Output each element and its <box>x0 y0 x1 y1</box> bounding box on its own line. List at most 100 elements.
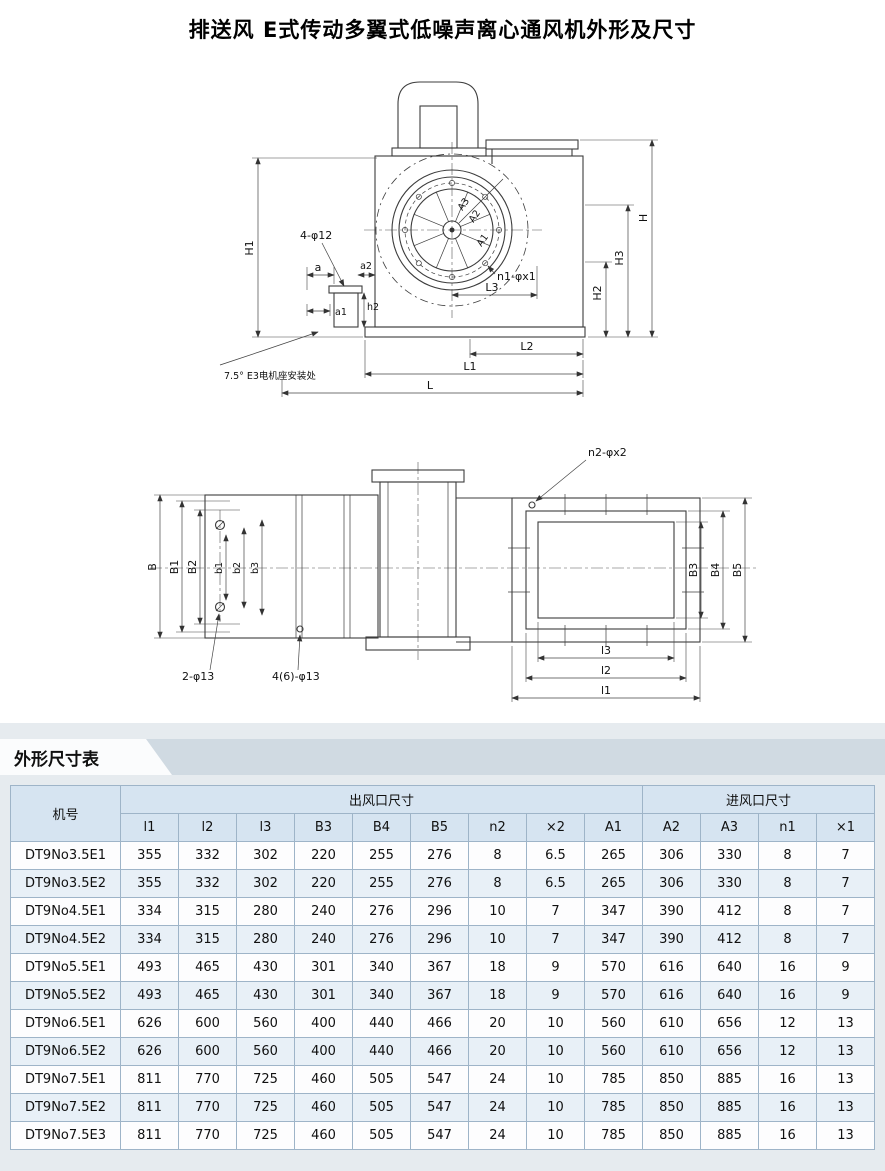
value-cell: 340 <box>352 981 411 1010</box>
value-cell: 9 <box>526 981 585 1010</box>
dim-L: L <box>281 379 584 397</box>
model-column-header: 机号 <box>10 785 121 842</box>
dim-H3: H3 <box>585 204 634 338</box>
value-cell: 560 <box>236 1009 295 1038</box>
value-cell: 440 <box>352 1037 411 1066</box>
value-cell: 6.5 <box>526 841 585 870</box>
value-cell: 400 <box>294 1009 353 1038</box>
bolt-hole-small <box>296 625 304 633</box>
dim-a: a <box>306 261 335 290</box>
value-cell: 460 <box>294 1093 353 1122</box>
value-cell: 330 <box>700 841 759 870</box>
value-cell: 8 <box>468 869 527 898</box>
value-cell: 430 <box>236 981 295 1010</box>
value-cell: 10 <box>526 1009 585 1038</box>
dim-label-H1: H1 <box>243 240 256 255</box>
label-base-holes-2: 2-φ13 <box>182 613 221 683</box>
value-cell: 276 <box>352 897 411 926</box>
drawing-section: 排送风 E式传动多翼式低噪声离心通风机外形及尺寸 <box>146 18 758 702</box>
value-cell: 626 <box>120 1037 179 1066</box>
dim-label-L1: L1 <box>463 360 476 373</box>
value-cell: 9 <box>816 953 875 982</box>
value-cell: 220 <box>294 841 353 870</box>
value-cell: 885 <box>700 1121 759 1150</box>
column-header: B5 <box>410 813 469 842</box>
dim-a1: a1 <box>306 304 347 318</box>
bolt-hole <box>214 601 226 613</box>
value-cell: 13 <box>816 1065 875 1094</box>
value-cell: 16 <box>758 981 817 1010</box>
value-cell: 340 <box>352 953 411 982</box>
dim-H: H <box>580 139 658 338</box>
column-header: n1 <box>758 813 817 842</box>
motor-bracket <box>328 285 363 328</box>
value-cell: 296 <box>410 925 469 954</box>
diameter-label-A3: A3 <box>456 196 472 213</box>
value-cell: 306 <box>642 869 701 898</box>
column-header: A1 <box>584 813 643 842</box>
value-cell: 640 <box>700 981 759 1010</box>
value-cell: 240 <box>294 897 353 926</box>
value-cell: 7 <box>816 841 875 870</box>
dim-label-H3: H3 <box>613 250 626 265</box>
model-cell: DT9No6.5E1 <box>10 1009 121 1038</box>
column-header: A3 <box>700 813 759 842</box>
section-header-strip: 外形尺寸表 <box>0 739 885 775</box>
value-cell: 465 <box>178 981 237 1010</box>
value-cell: 13 <box>816 1093 875 1122</box>
value-cell: 466 <box>410 1009 469 1038</box>
model-cell: DT9No5.5E1 <box>10 953 121 982</box>
value-cell: 560 <box>584 1009 643 1038</box>
dim-l2: l2 <box>525 633 687 682</box>
value-cell: 570 <box>584 981 643 1010</box>
dim-B5: B5 <box>702 497 752 643</box>
value-cell: 10 <box>526 1121 585 1150</box>
dim-label-l1: l1 <box>601 684 611 697</box>
outlet-flange-plan <box>456 494 704 646</box>
value-cell: 276 <box>352 925 411 954</box>
value-cell: 367 <box>410 981 469 1010</box>
dim-label-L2: L2 <box>520 340 533 353</box>
model-cell: DT9No7.5E3 <box>10 1121 121 1150</box>
value-cell: 7 <box>816 897 875 926</box>
value-cell: 8 <box>758 869 817 898</box>
value-cell: 850 <box>642 1065 701 1094</box>
dim-label-l2: l2 <box>601 664 611 677</box>
value-cell: 656 <box>700 1037 759 1066</box>
value-cell: 616 <box>642 953 701 982</box>
value-cell: 400 <box>294 1037 353 1066</box>
value-cell: 770 <box>178 1093 237 1122</box>
value-cell: 265 <box>584 869 643 898</box>
value-cell: 330 <box>700 869 759 898</box>
column-header: ×1 <box>816 813 875 842</box>
value-cell: 18 <box>468 953 527 982</box>
model-cell: DT9No3.5E2 <box>10 869 121 898</box>
scroll-plan <box>365 469 471 651</box>
outlet-duct <box>485 139 579 164</box>
value-cell: 560 <box>236 1037 295 1066</box>
value-cell: 505 <box>352 1121 411 1150</box>
value-cell: 265 <box>584 841 643 870</box>
dim-L1: L1 <box>364 340 584 378</box>
dim-h2: h2 <box>361 292 379 328</box>
value-cell: 811 <box>120 1121 179 1150</box>
dim-label-a2: a2 <box>360 261 372 272</box>
label-base-holes-46: 4(6)-φ13 <box>272 634 320 683</box>
value-cell: 7 <box>526 925 585 954</box>
value-cell: 315 <box>178 897 237 926</box>
dim-label-B: B <box>146 563 159 571</box>
model-cell: DT9No4.5E2 <box>10 925 121 954</box>
model-cell: DT9No6.5E2 <box>10 1037 121 1066</box>
dim-b3: b3 <box>250 519 265 616</box>
value-cell: 547 <box>410 1093 469 1122</box>
value-cell: 9 <box>526 953 585 982</box>
dim-B2: B2 <box>186 509 240 625</box>
